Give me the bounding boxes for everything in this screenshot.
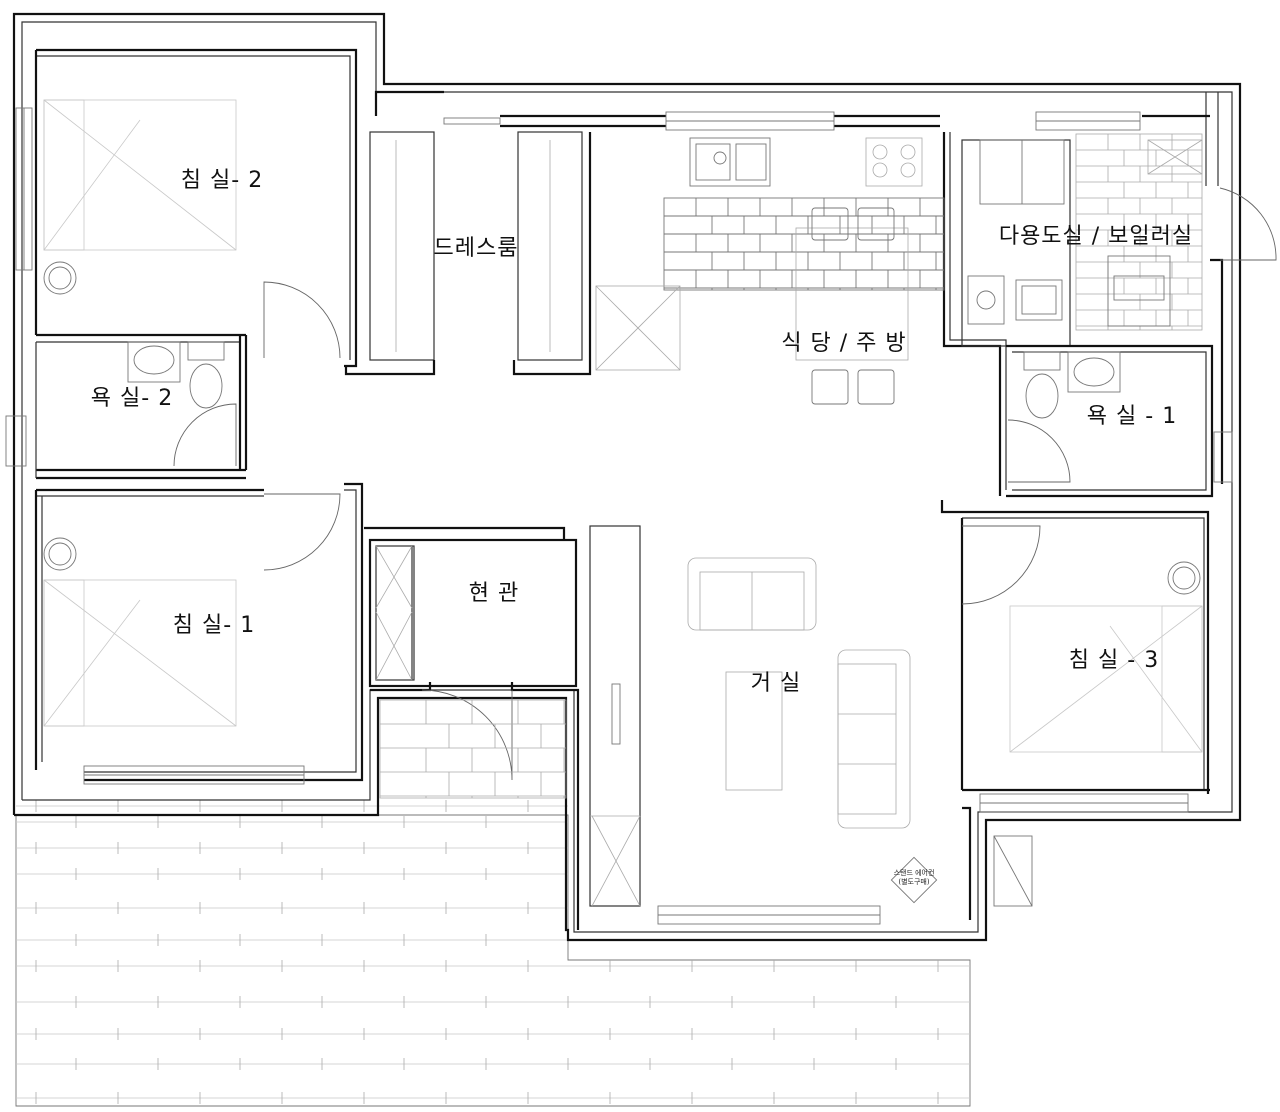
label-bath1: 욕 실 - 1 (1087, 404, 1177, 429)
room-labels: 침 실- 2 드레스룸 욕 실- 2 침 실- 1 현 관 식 당 / 주 방 … (91, 168, 1193, 886)
label-dining-kitchen: 식 당 / 주 방 (781, 331, 906, 356)
kitchen-tiles (663, 197, 945, 291)
label-bath2: 욕 실- 2 (91, 386, 173, 411)
terrace-deck (15, 800, 971, 1107)
label-bedroom2: 침 실- 2 (181, 168, 263, 193)
aircon-note-line2: (별도구매) (898, 877, 929, 886)
label-utility-boiler: 다용도실 / 보일러실 (999, 224, 1193, 249)
windows (5, 107, 1233, 925)
utility-tiles (1075, 133, 1203, 331)
label-entrance: 현 관 (469, 581, 519, 606)
label-living: 거 실 (751, 671, 801, 696)
aircon-note-line1: 스탠드 에어컨 (894, 868, 935, 877)
label-bedroom3: 침 실 - 3 (1069, 648, 1159, 673)
doors (173, 187, 1277, 781)
entrance-tiles (379, 699, 567, 799)
label-dressroom: 드레스룸 (434, 236, 519, 261)
label-bedroom1: 침 실- 1 (173, 613, 255, 638)
fixtures (43, 99, 1203, 907)
